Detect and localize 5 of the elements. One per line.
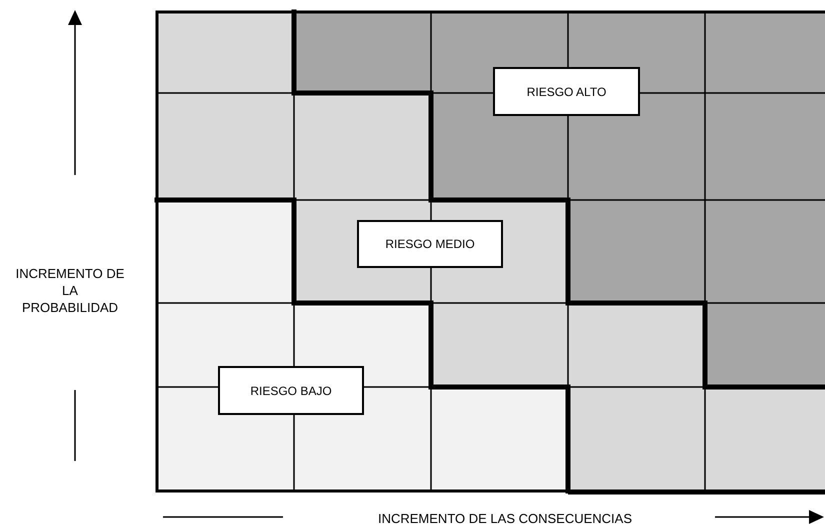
- risk-label-box: RIESGO ALTO: [493, 67, 640, 116]
- axis-label: INCREMENTO DE LA PROBABILIDAD: [15, 265, 125, 316]
- axis-label: INCREMENTO DE LAS CONSECUENCIAS: [376, 510, 634, 528]
- risk-label-box: RIESGO BAJO: [218, 366, 364, 415]
- risk-label-box: RIESGO MEDIO: [357, 220, 503, 268]
